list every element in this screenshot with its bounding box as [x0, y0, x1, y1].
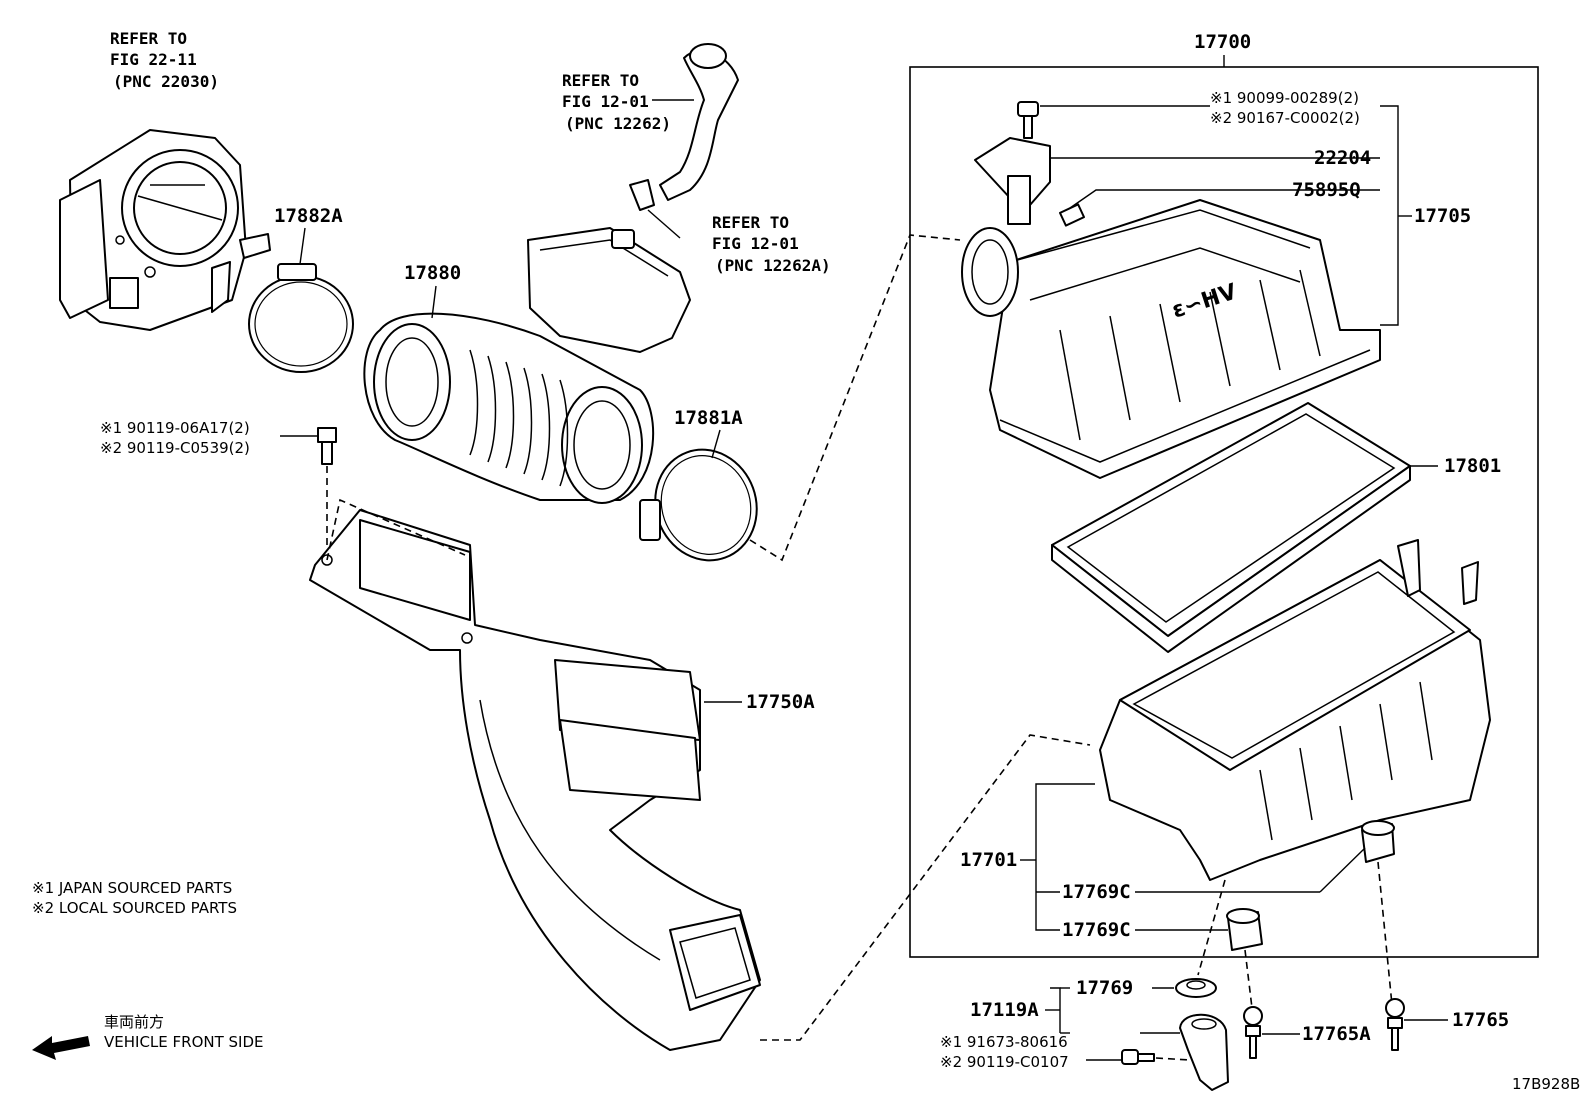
air-duct-17750A	[309, 498, 761, 1051]
refer-clip-line2: FIG 12-01	[712, 234, 799, 253]
bolt-bottom-japan: ※1 91673-80616	[940, 1033, 1068, 1051]
refer-hose-line3: (PNC 12262)	[565, 114, 671, 133]
part-22204: 22204	[1314, 147, 1372, 169]
legend-japan-sourced: ※1 JAPAN SOURCED PARTS	[32, 879, 233, 897]
screw-upper	[1017, 101, 1210, 139]
refer-hose-line2: FIG 12-01	[562, 92, 649, 111]
screw-local: ※2 90167-C0002(2)	[1210, 109, 1360, 127]
direction-en: VEHICLE FRONT SIDE	[104, 1033, 264, 1051]
grommet-17769C-center	[1135, 879, 1263, 1009]
bracket-17119A	[1140, 1013, 1229, 1091]
bolt-bottom	[1086, 1049, 1191, 1065]
pin-17765A	[1243, 1006, 1300, 1059]
part-17765A: 17765A	[1302, 1023, 1371, 1045]
direction-jp: 車両前方	[104, 1013, 165, 1031]
part-17769C-b: 17769C	[1062, 919, 1131, 941]
hose-clamp-17882A	[248, 227, 354, 373]
bolt-bottom-local: ※2 90119-C0107	[940, 1053, 1069, 1071]
refer-throttle-line1: REFER TO	[110, 29, 188, 48]
part-17750A: 17750A	[746, 691, 815, 713]
bolt-top-japan: ※1 90119-06A17(2)	[100, 419, 250, 437]
refer-hose-line1: REFER TO	[562, 71, 640, 90]
vehicle-front-arrow-icon	[32, 1036, 90, 1060]
legend-local-sourced: ※2 LOCAL SOURCED PARTS	[32, 899, 237, 917]
part-17700: 17700	[1194, 31, 1252, 53]
part-17119A: 17119A	[970, 999, 1039, 1021]
bolt-top	[280, 427, 337, 555]
throttle-body	[59, 129, 271, 331]
part-17765: 17765	[1452, 1009, 1510, 1031]
refer-clip-line3: (PNC 12262A)	[715, 256, 831, 275]
breather-hose	[629, 43, 739, 239]
mass-air-flow-sensor-22204	[974, 137, 1380, 225]
part-75895Q: 75895Q	[1292, 179, 1361, 201]
part-17705: 17705	[1414, 205, 1472, 227]
part-17881A: 17881A	[674, 407, 743, 429]
air-cleaner-case-17701	[1099, 539, 1491, 881]
part-17769C-a: 17769C	[1062, 881, 1131, 903]
refer-throttle-line2: FIG 22-11	[110, 50, 197, 69]
screw-japan: ※1 90099-00289(2)	[1210, 89, 1359, 107]
grommet-17769C-right	[1135, 820, 1395, 1006]
intake-hose-17880	[363, 227, 691, 504]
air-filter-element-17801	[1051, 402, 1438, 653]
hose-clamp-17881A	[639, 429, 758, 562]
bolt-top-local: ※2 90119-C0539(2)	[100, 439, 250, 457]
part-17882A: 17882A	[274, 205, 343, 227]
air-cleaner-cover-17705: ε∽HV	[961, 199, 1381, 479]
refer-clip-line1: REFER TO	[712, 213, 790, 232]
part-17801: 17801	[1444, 455, 1502, 477]
label-plate-75895Q	[1058, 189, 1380, 227]
part-17701: 17701	[960, 849, 1018, 871]
refer-throttle-line3: (PNC 22030)	[113, 72, 219, 91]
part-17880: 17880	[404, 262, 462, 284]
grommet-17769	[1152, 978, 1217, 998]
part-17769: 17769	[1076, 977, 1134, 999]
pin-17765	[1385, 998, 1448, 1051]
drawing-code: 17B928B	[1512, 1075, 1581, 1093]
